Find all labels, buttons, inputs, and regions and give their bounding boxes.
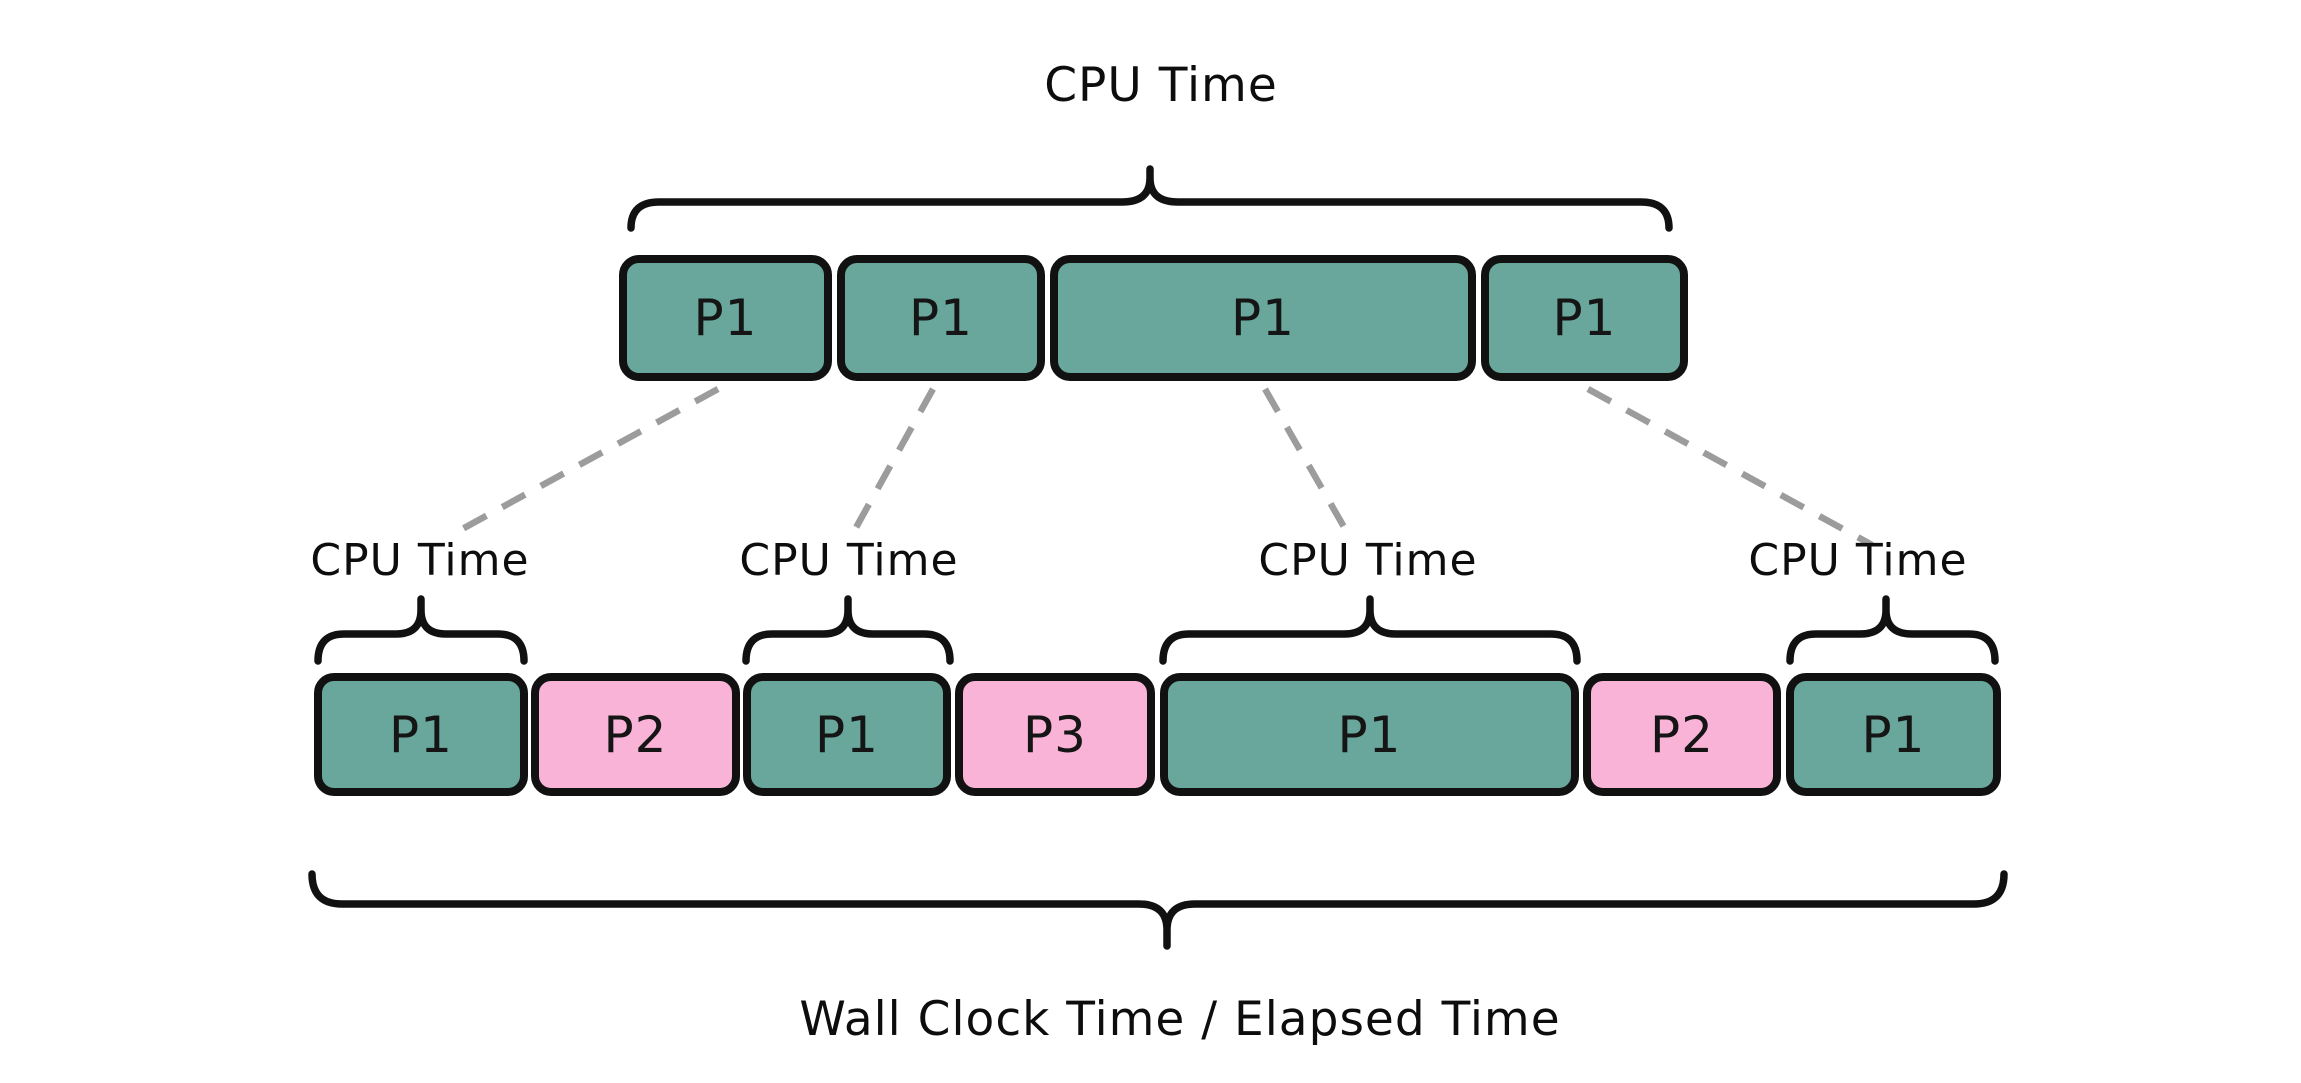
dashed-connector-1 — [453, 386, 720, 536]
top-cpu-time-label: CPU Time — [1044, 58, 1278, 113]
cpu-time-label-3: CPU Time — [1258, 535, 1478, 586]
cpu-time-label-2: CPU Time — [739, 535, 959, 586]
top-block-4: P1 — [1481, 255, 1688, 381]
wall-clock-brace — [308, 870, 2008, 950]
dashed-connector-2 — [850, 387, 936, 535]
cpu-time-brace-4 — [1786, 595, 1999, 665]
timeline-block-6: P2 — [1583, 673, 1781, 796]
top-block-3: P1 — [1050, 255, 1476, 381]
timeline-block-5: P1 — [1160, 673, 1579, 796]
cpu-time-brace-2 — [742, 595, 954, 665]
wall-clock-time-label: Wall Clock Time / Elapsed Time — [799, 992, 1561, 1047]
timeline-block-4: P3 — [955, 673, 1155, 796]
cpu-time-brace-3 — [1159, 595, 1581, 665]
cpu-time-brace-1 — [314, 595, 528, 665]
top-block-2: P1 — [837, 255, 1045, 381]
cpu-time-label-4: CPU Time — [1748, 535, 1968, 586]
timeline-block-3: P1 — [743, 673, 951, 796]
dashed-connector-3 — [1262, 387, 1351, 536]
top-block-1: P1 — [619, 255, 832, 381]
timeline-block-7: P1 — [1786, 673, 2001, 796]
dashed-connector-4 — [1586, 386, 1874, 548]
cpu-time-label-1: CPU Time — [310, 535, 530, 586]
timeline-block-2: P2 — [531, 673, 740, 796]
cpu-time-brace-top — [627, 165, 1673, 232]
timeline-block-1: P1 — [314, 673, 528, 796]
